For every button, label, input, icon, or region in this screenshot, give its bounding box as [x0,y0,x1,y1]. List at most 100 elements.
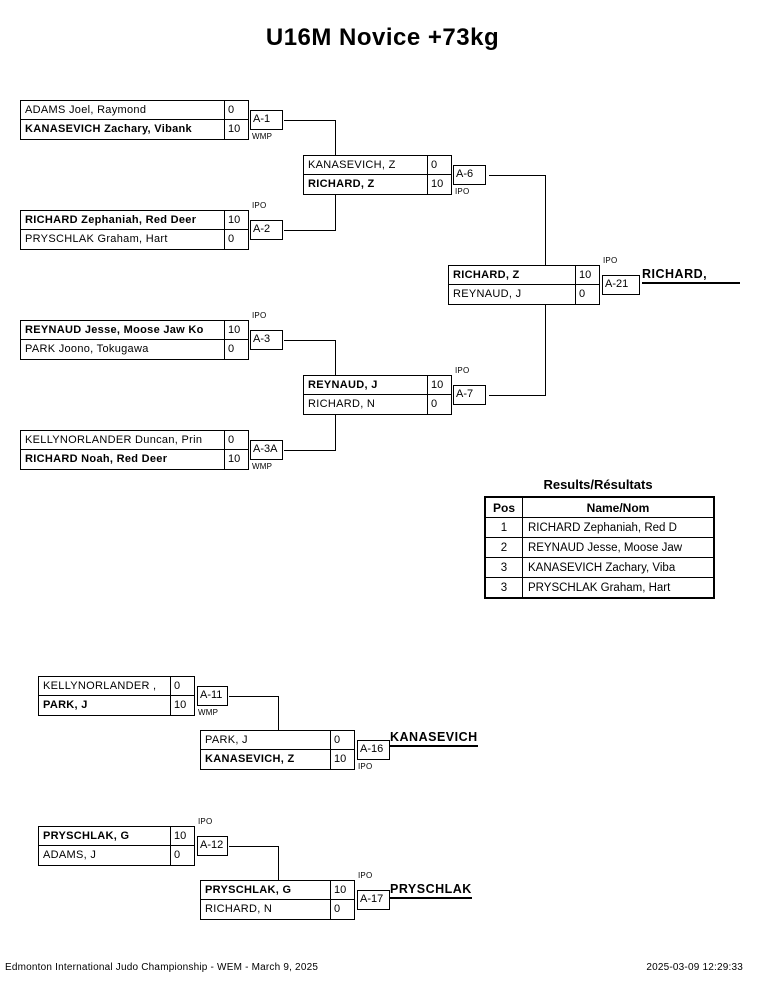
player-score: 10 [228,453,241,465]
player-score: 0 [228,233,235,245]
results-table: Pos Name/Nom 1 RICHARD Zephaniah, Red D … [484,496,715,599]
bracket-connector [335,195,336,231]
match-row: RICHARD, Z 10 [303,175,452,195]
player-name: REYNAUD, J [304,376,428,394]
win-code: IPO [455,366,470,375]
win-code: IPO [198,817,213,826]
match-a11: KELLYNORLANDER , 0 PARK, J 10 A-11 WMP [38,676,228,717]
results-row: 1 RICHARD Zephaniah, Red D [484,517,715,538]
player-score: 10 [228,324,241,336]
player-name: RICHARD, N [201,900,331,919]
match-row: RICHARD, Z 10 [448,265,600,285]
player-name: KANASEVICH, Z [201,750,331,769]
player-score: 0 [228,104,235,116]
bracket-connector [489,175,546,176]
player-score: 0 [228,434,235,446]
bracket-connector [489,395,546,396]
player-score: 10 [174,699,187,711]
bracket-connector [335,415,336,451]
match-number-tag: A-7 [453,385,486,405]
player-name: PARK, J [39,696,171,715]
player-name: PRYSCHLAK, G [39,827,171,845]
match-number-tag: A-16 [357,740,390,760]
match-a7: REYNAUD, J 10 RICHARD, N 0 A-7 IPO [303,366,486,415]
win-code: IPO [603,256,618,265]
player-name: PARK, J [201,731,331,749]
match-number-tag: A-1 [250,110,283,130]
results-row: 3 KANASEVICH Zachary, Viba [484,557,715,578]
match-row: KELLYNORLANDER , 0 [38,676,195,696]
player-score: 0 [431,398,438,410]
result-position: 2 [484,537,523,558]
match-row: KELLYNORLANDER Duncan, Prin 0 [20,430,249,450]
match-number-tag: A-12 [197,836,228,856]
match-a12: PRYSCHLAK, G 10 ADAMS, J 0 A-12 IPO [38,817,228,866]
player-name: ADAMS, J [39,846,171,865]
match-row: RICHARD, N 0 [303,395,452,415]
match-number-tag: A-17 [357,890,390,910]
match-row: ADAMS Joel, Raymond 0 [20,100,249,120]
player-name: RICHARD Noah, Red Deer [21,450,225,469]
match-row: KANASEVICH, Z 10 [200,750,355,770]
player-score: 10 [431,178,444,190]
result-name: REYNAUD Jesse, Moose Jaw [522,537,715,558]
player-name: ADAMS Joel, Raymond [21,101,225,119]
bracket-connector [229,696,279,697]
result-position: 3 [484,557,523,578]
match-row: PARK, J 10 [38,696,195,716]
player-score: 10 [579,269,592,281]
footer-timestamp: 2025-03-09 12:29:33 [646,962,743,973]
win-code: WMP [198,708,219,717]
player-name: KANASEVICH Zachary, Vibank [21,120,225,139]
player-score: 10 [228,123,241,135]
match-row: PRYSCHLAK, G 10 [200,880,355,900]
bracket-connector [284,120,336,121]
results-header-row: Pos Name/Nom [484,496,715,518]
win-code: IPO [252,201,267,210]
player-score: 0 [174,849,181,861]
match-number-tag: A-6 [453,165,486,185]
win-code: IPO [358,762,373,771]
match-a1: ADAMS Joel, Raymond 0 KANASEVICH Zachary… [20,100,283,141]
player-name: PARK Joono, Tokugawa [21,340,225,359]
win-code: IPO [358,871,373,880]
match-a3: REYNAUD Jesse, Moose Jaw Ko 10 PARK Joon… [20,311,283,360]
player-score: 0 [431,159,438,171]
player-name: KELLYNORLANDER Duncan, Prin [21,431,225,449]
bracket-connector [229,846,279,847]
player-score: 0 [174,680,181,692]
win-code: IPO [252,311,267,320]
bracket-connector [284,450,336,451]
player-score: 10 [174,830,187,842]
result-name: RICHARD Zephaniah, Red D [522,517,715,538]
player-score: 10 [431,379,444,391]
bracket-connector [545,305,546,396]
result-position: 1 [484,517,523,538]
match-a3a: KELLYNORLANDER Duncan, Prin 0 RICHARD No… [20,430,283,471]
match-row: KANASEVICH Zachary, Vibank 10 [20,120,249,140]
match-row: REYNAUD Jesse, Moose Jaw Ko 10 [20,320,249,340]
win-code: WMP [252,132,273,141]
match-a21-final: RICHARD, Z 10 REYNAUD, J 0 A-21 IPO [448,256,640,305]
player-score: 0 [228,343,235,355]
match-number-tag: A-2 [250,220,283,240]
match-row: PARK Joono, Tokugawa 0 [20,340,249,360]
match-a2: RICHARD Zephaniah, Red Deer 10 PRYSCHLAK… [20,201,283,250]
match-row: PRYSCHLAK, G 10 [38,826,195,846]
match-a17-bronze: PRYSCHLAK, G 10 RICHARD, N 0 A-17 IPO [200,871,390,920]
match-a16-bronze: PARK, J 0 KANASEVICH, Z 10 A-16 IPO [200,730,390,771]
player-name: RICHARD, Z [449,266,576,284]
player-score: 0 [579,288,586,300]
page-title: U16M Novice +73kg [265,24,500,51]
match-row: ADAMS, J 0 [38,846,195,866]
footer-event-info: Edmonton International Judo Championship… [5,962,319,973]
player-name: RICHARD, N [304,395,428,414]
results-header-pos: Pos [484,496,523,518]
bracket-connector [545,175,546,266]
player-name: REYNAUD Jesse, Moose Jaw Ko [21,321,225,339]
bracket-connector [278,696,279,731]
match-a6: KANASEVICH, Z 0 RICHARD, Z 10 A-6 IPO [303,155,486,196]
player-name: KELLYNORLANDER , [39,677,171,695]
player-name: PRYSCHLAK, G [201,881,331,899]
